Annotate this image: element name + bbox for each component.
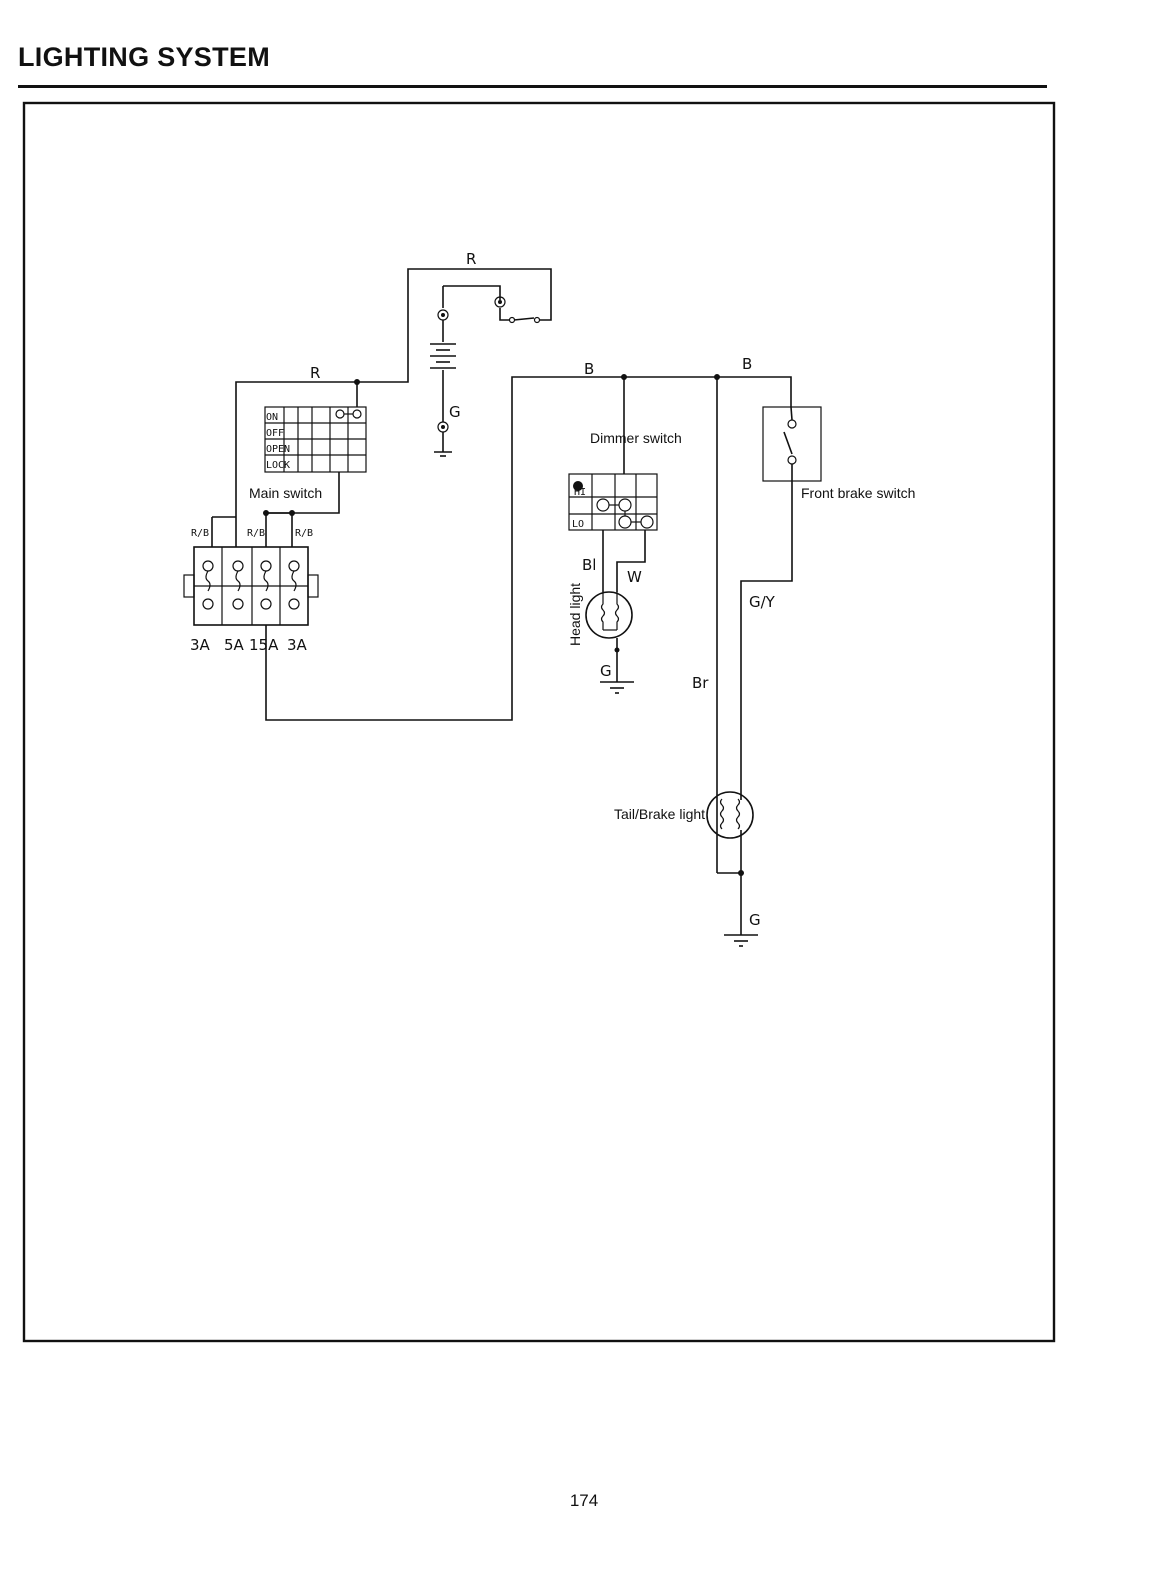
battery-circuit <box>357 268 552 457</box>
dimmer-pos-lo: LO <box>572 519 584 530</box>
wire-label-brake-switch-out: G/Y <box>749 593 776 611</box>
headlight-bulb <box>585 591 634 694</box>
tail-light-label: Tail/Brake light <box>614 806 705 822</box>
wire-label-fuse-feed-1: R/B <box>191 528 209 539</box>
page-title: LIGHTING SYSTEM <box>18 42 271 72</box>
wire-label-main-feed: R <box>310 364 320 382</box>
wire-label-fuse-feed-3: R/B <box>295 528 313 539</box>
wire-label-headlight-lo: W <box>627 568 642 586</box>
main-switch-pos-lock: LOCK <box>266 460 290 471</box>
dimmer-pos-hi: HI <box>574 487 586 498</box>
main-switch-pos-on: ON <box>266 412 278 423</box>
wire-label-battery-ground: G <box>449 403 461 421</box>
fuse-rating-2: 5A <box>224 636 245 654</box>
main-switch-pos-open: OPEN <box>266 444 290 455</box>
fuse-rating-3: 15A <box>249 636 279 654</box>
wire-label-tail-ground: G <box>749 911 761 929</box>
dimmer-switch <box>568 374 658 592</box>
tail-brake-light <box>706 377 758 947</box>
fuse-rating-1: 3A <box>190 636 211 654</box>
wire-label-headlight-hi: Bl <box>582 556 596 574</box>
wire-label-headlight-ground: G <box>600 662 612 680</box>
fuse-box <box>183 376 792 721</box>
page-number: 174 <box>569 1491 599 1510</box>
diagram-frame <box>22 101 1056 1343</box>
wire-label-bus-left: B <box>584 360 594 378</box>
title-rule <box>18 85 1047 88</box>
wire-label-fuse-feed-2: R/B <box>247 528 265 539</box>
wire-label-tail-feed: Br <box>692 674 709 692</box>
front-brake-switch-label: Front brake switch <box>801 485 915 501</box>
wire-label-bus-right: B <box>742 355 752 373</box>
front-brake-switch <box>714 374 822 800</box>
wire-label-battery-top: R <box>466 250 476 268</box>
fuse-rating-4: 3A <box>287 636 308 654</box>
headlight-label: Head light <box>567 583 583 646</box>
main-switch-pos-off: OFF <box>266 428 284 439</box>
main-switch <box>235 379 367 517</box>
main-switch-label: Main switch <box>249 485 322 501</box>
dimmer-switch-label: Dimmer switch <box>590 430 682 446</box>
